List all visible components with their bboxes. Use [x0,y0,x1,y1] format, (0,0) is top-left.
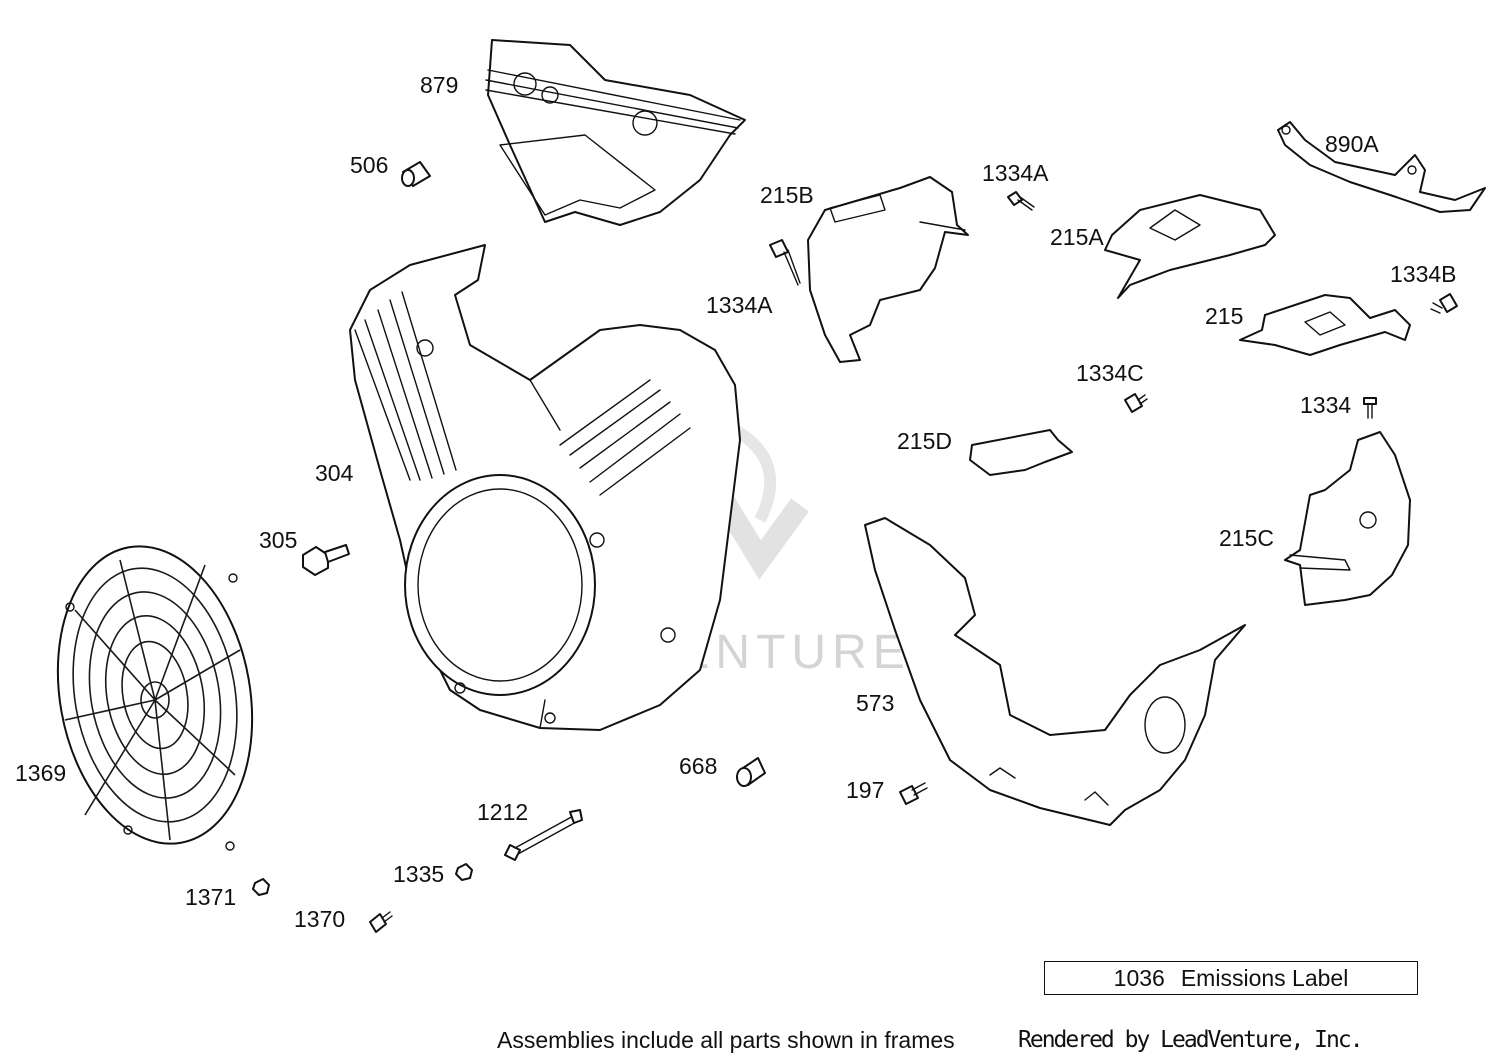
part-label[interactable]: 1334B [1390,261,1457,287]
part-label[interactable]: 1334C [1076,360,1144,386]
part-label[interactable]: 215B [760,182,814,208]
screw-1370[interactable] [369,911,393,933]
shroud-cover-879[interactable] [485,39,746,226]
part-label[interactable]: 305 [259,527,297,553]
part-label[interactable]: 506 [350,152,388,178]
part-label[interactable]: 1335 [393,861,444,887]
emissions-label-frame[interactable]: 1036 Emissions Label [1044,961,1418,995]
bolt-197[interactable] [899,782,928,805]
shield-215B[interactable] [807,176,969,363]
part-label[interactable]: 879 [420,72,458,98]
assemblies-note: Assemblies include all parts shown in fr… [497,1027,955,1053]
nut-1371[interactable] [252,878,270,896]
part-label[interactable]: 1334A [706,292,773,318]
bolt-1334A-left[interactable] [769,239,801,286]
part-label[interactable]: 1334A [982,160,1049,186]
nut-1335[interactable] [455,863,473,881]
part-label[interactable]: 197 [846,777,884,803]
baffle-215A[interactable] [1104,194,1276,299]
part-label[interactable]: 1369 [15,760,66,786]
sleeve-668[interactable] [736,757,766,787]
bolt-1334[interactable] [1363,397,1377,419]
bolt-1334A-top[interactable] [1007,191,1035,211]
part-labels: 879 506 215B 1334A 1334A 890A 215A 1334B… [15,72,1457,932]
part-label[interactable]: 215C [1219,525,1274,551]
nut-506[interactable] [401,161,431,187]
blower-housing-304[interactable] [349,244,741,731]
part-label[interactable]: 1212 [477,799,528,825]
part-label[interactable]: 668 [679,753,717,779]
part-label[interactable]: 1370 [294,906,345,932]
base-shield-573[interactable] [864,517,1246,826]
bolt-305[interactable] [302,544,350,576]
part-label[interactable]: 215 [1205,303,1243,329]
rendered-by-credit: Rendered by LeadVenture, Inc. [1018,1027,1364,1053]
part-label[interactable]: 304 [315,460,354,486]
stud-1212[interactable] [504,809,583,861]
part-label[interactable]: 215D [897,428,952,454]
emissions-label-number: 1036 [1113,964,1165,991]
part-label[interactable]: 890A [1325,131,1379,157]
part-label[interactable]: 1371 [185,884,236,910]
part-label[interactable]: 573 [856,690,894,716]
part-label[interactable]: 215A [1050,224,1104,250]
emissions-label-text: Emissions Label [1180,964,1349,991]
fan-screen-1369[interactable] [35,531,274,859]
part-label[interactable]: 1334 [1300,392,1351,418]
shield-215D[interactable] [969,429,1073,476]
bracket-890A[interactable] [1277,121,1486,213]
baffle-215[interactable] [1239,294,1411,356]
bolt-1334B[interactable] [1430,293,1458,314]
shield-215C[interactable] [1284,431,1411,606]
bolt-1334C[interactable] [1124,393,1148,413]
